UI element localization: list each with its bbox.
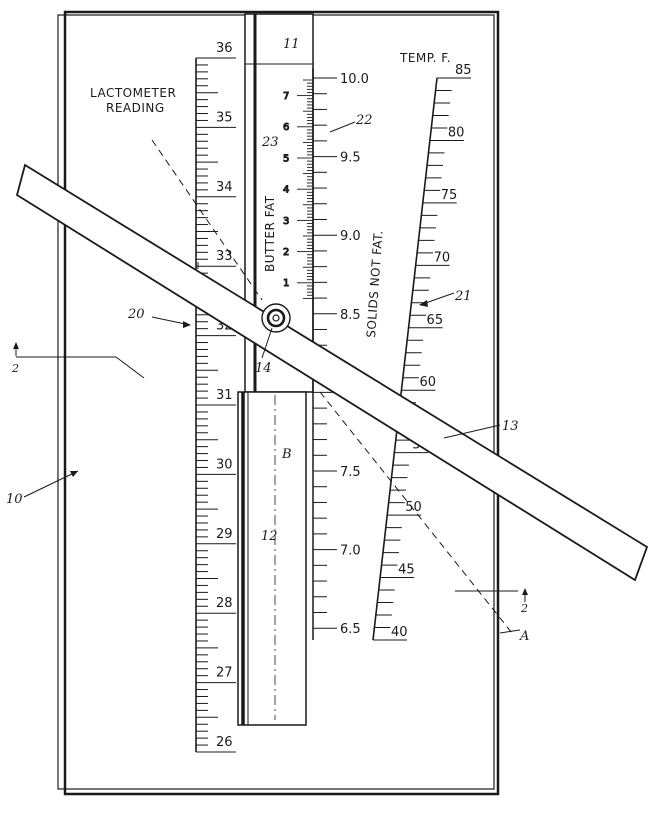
lactometer-value: 34: [216, 180, 233, 195]
straight-edge: [15, 163, 649, 582]
reference-numerals: 10 11 12 13 14 20 21 22 23 B A: [6, 37, 529, 644]
solids-value: 7.5: [340, 465, 361, 480]
solids-not-fat-label: SOLIDS NOT FAT.: [364, 230, 385, 339]
butter-fat-value: 7: [283, 91, 289, 102]
butter-fat-value: 4: [283, 185, 289, 196]
ref-10: 10: [6, 492, 23, 507]
lactometer-value: 27: [216, 666, 233, 681]
solids-value: 9.5: [340, 151, 361, 166]
lactometer-value: 26: [216, 735, 233, 750]
ref-14: 14: [255, 361, 272, 376]
ref-11: 11: [283, 37, 300, 52]
lactometer-value: 31: [216, 388, 233, 403]
section-mark-left: 2: [11, 362, 19, 375]
ref-12: 12: [261, 529, 278, 544]
butter-fat-value: 2: [283, 247, 289, 258]
ref-20: 20: [127, 307, 145, 322]
butter-fat-value: 3: [283, 216, 289, 227]
temp-value: 65: [427, 313, 444, 328]
section-markers: 2 2: [11, 342, 528, 615]
ref-21: 21: [454, 289, 472, 304]
ref-22: 22: [355, 113, 373, 128]
lactometer-value: 35: [216, 110, 233, 125]
temp-value: 75: [441, 188, 458, 203]
ref-23: 23: [261, 135, 279, 150]
temp-value: 60: [419, 375, 436, 390]
solids-value: 8.5: [340, 308, 361, 323]
section-mark-right: 2: [520, 602, 528, 615]
lactometer-value: 28: [216, 596, 233, 611]
butter-fat-value: 1: [283, 278, 289, 289]
butter-fat-value: 5: [283, 153, 289, 164]
lactometer-value: 33: [216, 249, 233, 264]
temp-value: 80: [448, 125, 465, 140]
solids-value: 9.0: [340, 229, 361, 244]
lactometer-value: 30: [216, 457, 233, 472]
temperature-scale: 85807570656055504540: [372, 63, 472, 641]
solids-value: 10.0: [340, 72, 369, 87]
lactometer-label-line2: READING: [106, 101, 165, 115]
temp-value: 40: [391, 625, 408, 640]
temp-value: 45: [398, 563, 415, 578]
solids-value: 7.0: [340, 544, 361, 559]
ref-13: 13: [502, 419, 519, 434]
temp-value: 50: [405, 500, 422, 515]
lactometer-label-line1: LACTOMETER: [90, 86, 176, 100]
ref-B: B: [281, 447, 292, 462]
lactometer-value: 29: [216, 527, 233, 542]
ref-A: A: [519, 629, 529, 644]
temp-value: 70: [434, 250, 451, 265]
butter-fat-value: 6: [283, 122, 289, 133]
temp-value: 85: [455, 63, 472, 78]
pivot: [261, 303, 291, 333]
temp-label: TEMP. F.: [399, 51, 451, 65]
lactometer-value: 36: [216, 41, 233, 56]
butter-fat-label: BUTTER FAT: [263, 195, 277, 272]
solids-value: 6.5: [340, 622, 361, 637]
